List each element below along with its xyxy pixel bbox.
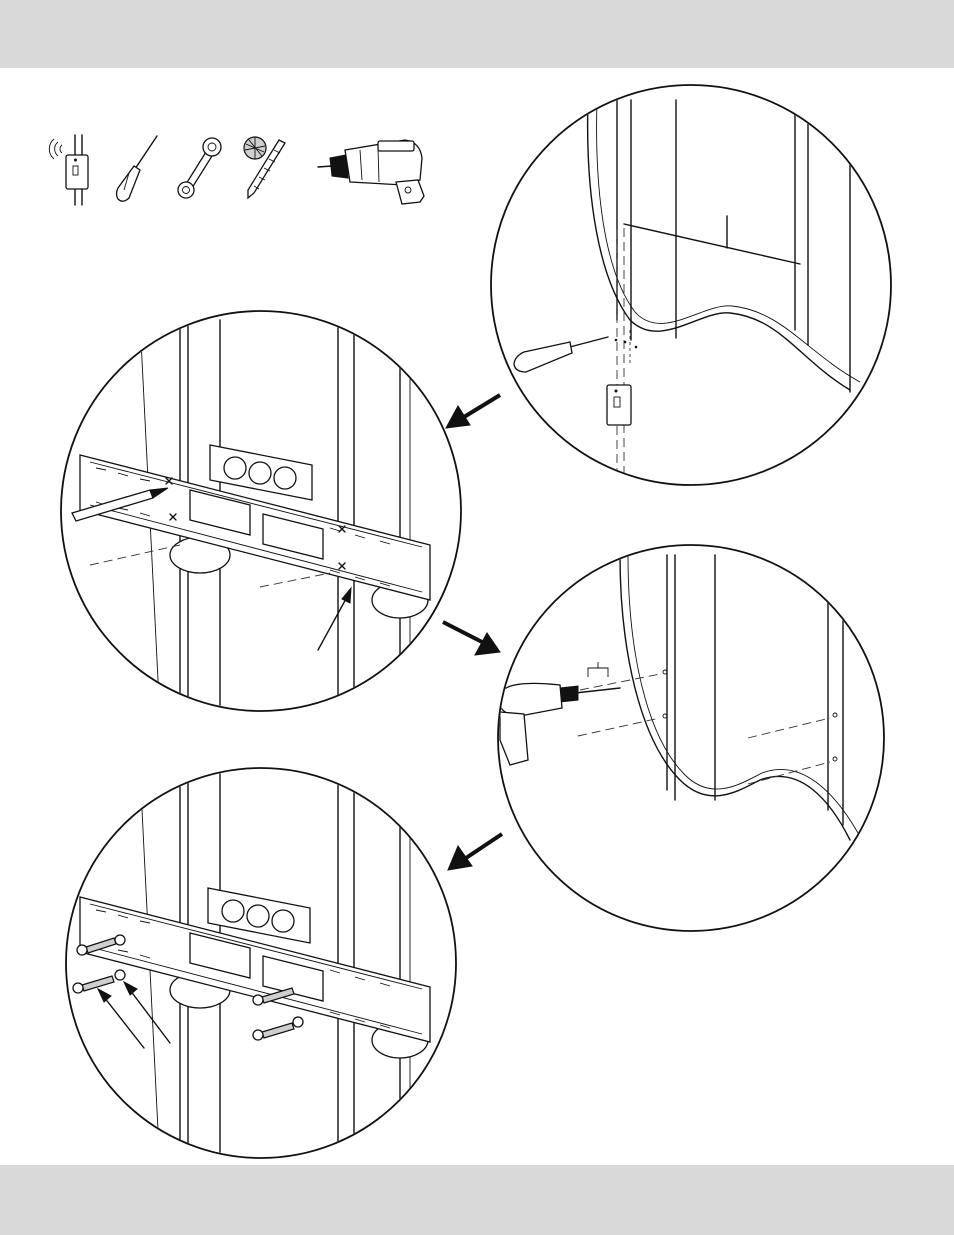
mark-stud-step (491, 85, 891, 490)
stud-finder-icon (49, 135, 88, 205)
drill-bit-icon (244, 137, 285, 198)
drill-pilot-holes-step (498, 545, 885, 931)
attach-plate-step (66, 768, 456, 1170)
arrow-step-3-to-4 (448, 834, 502, 870)
awl-icon (117, 136, 158, 201)
arrow-step-1-to-2 (446, 395, 500, 428)
wrench-icon (178, 138, 221, 198)
arrow-step-2-to-3 (443, 622, 500, 655)
mark-holes-step (61, 311, 461, 720)
power-drill-icon (318, 140, 424, 204)
